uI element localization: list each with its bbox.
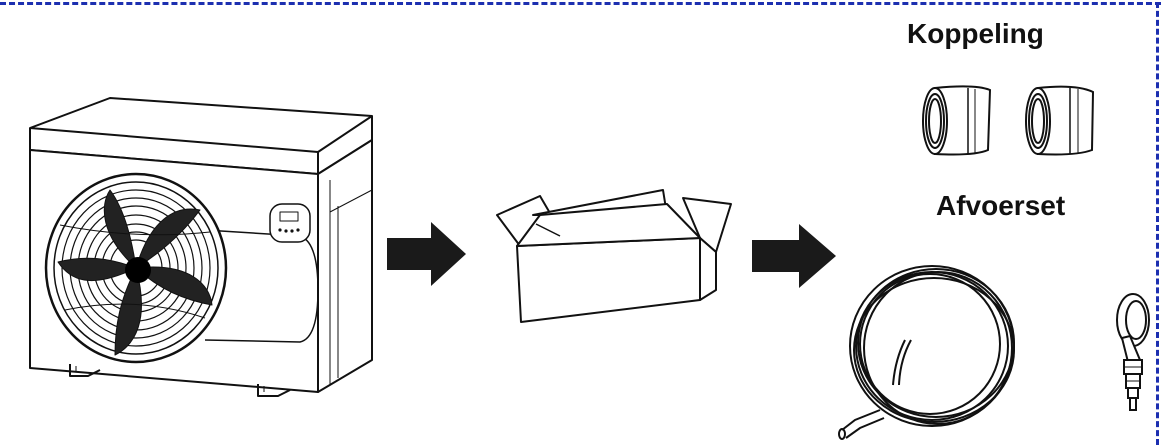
dashed-frame-top (0, 2, 1161, 5)
open-box-icon (496, 189, 732, 323)
dashed-frame-right (1156, 2, 1159, 445)
drain-set-label: Afvoerset (936, 190, 1066, 221)
arrow-right-icon-2 (752, 224, 836, 288)
coupling-nut-icon (922, 85, 1095, 156)
coupling-label: Koppeling (907, 18, 1044, 49)
heat-pump-unit-icon (29, 97, 373, 397)
coiled-hose-icon (838, 265, 1015, 440)
arrow-right-icon-1 (387, 222, 466, 286)
drain-elbow-icon (1116, 293, 1150, 411)
